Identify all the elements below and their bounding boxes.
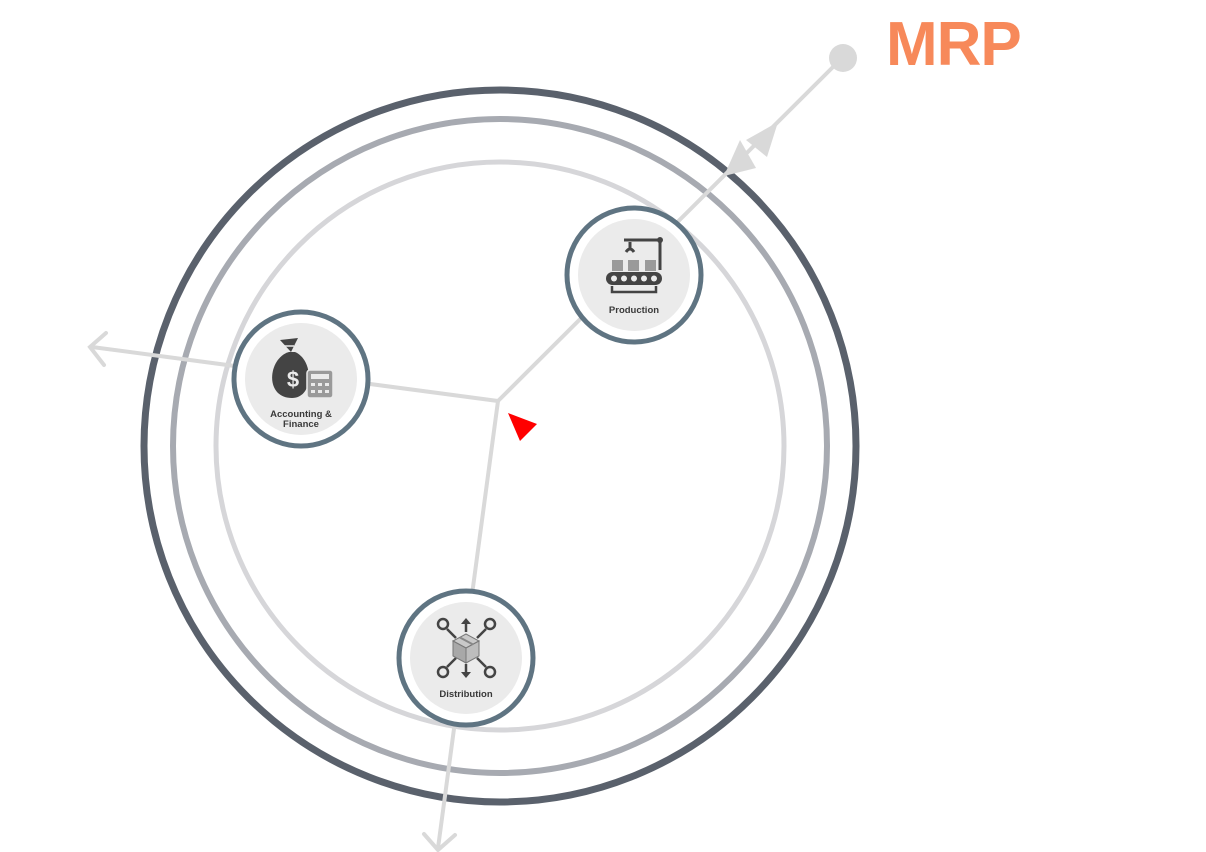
node-label-accounting-line1: Accounting &	[270, 409, 332, 420]
svg-text:$: $	[287, 367, 299, 392]
middle-ring	[170, 116, 830, 776]
triangle-marker-icon	[746, 122, 778, 157]
outer-ring	[140, 86, 860, 806]
node-label-distribution: Distribution	[439, 689, 492, 700]
node-label-production: Production	[609, 305, 659, 316]
pointer-icon	[508, 413, 537, 441]
node-production[interactable]: Production	[564, 205, 704, 345]
conveyor-belt-icon	[606, 237, 663, 294]
page-title: MRP	[886, 10, 1022, 79]
node-label-accounting-line2: Finance	[283, 419, 319, 430]
mrp-endpoint-dot	[829, 44, 857, 72]
arrowhead-bottom-icon	[422, 832, 457, 852]
node-distribution[interactable]: Distribution	[396, 588, 536, 728]
node-accounting-finance[interactable]: $ Accounting & Finance	[231, 309, 371, 449]
money-bag-calculator-icon: $	[272, 338, 334, 399]
triangle-marker-icon	[724, 140, 756, 176]
box-distribution-icon	[436, 617, 497, 679]
inner-ring	[213, 159, 787, 733]
arrowhead-left-icon	[87, 331, 108, 367]
